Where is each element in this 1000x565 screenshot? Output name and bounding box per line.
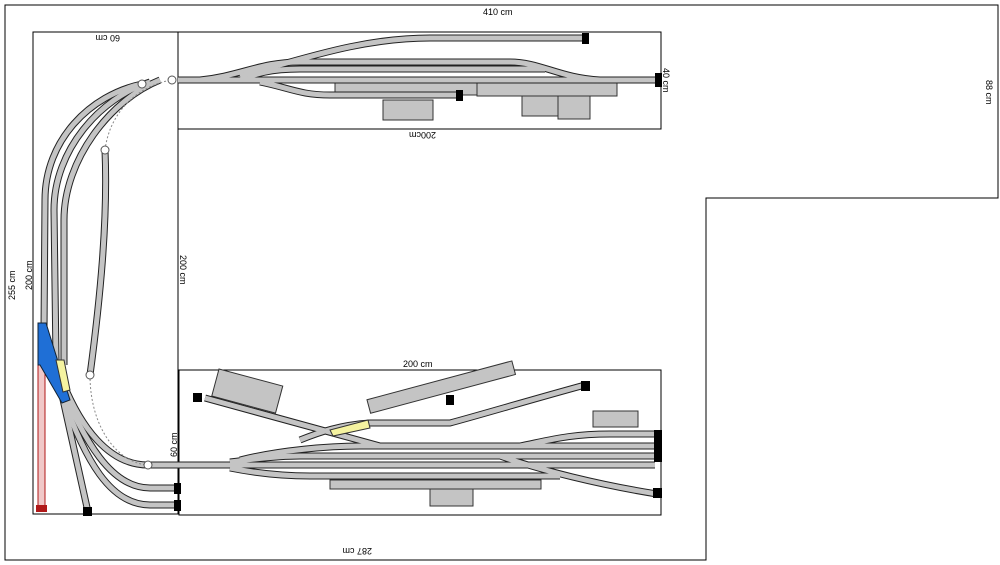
- track-piece[interactable]: [59, 394, 91, 513]
- dim-bottom-board-left: 60 cm: [169, 432, 179, 457]
- track-piece[interactable]: [239, 35, 585, 79]
- dim-room-bottom: 287 cm: [342, 546, 372, 556]
- track-piece[interactable]: [239, 66, 545, 83]
- dim-top-board-bottom: 200cm: [409, 130, 436, 140]
- track-piece[interactable]: [259, 79, 458, 98]
- dim-room-left: 255 cm: [7, 270, 17, 300]
- selected-switch-yellow[interactable]: [55, 359, 71, 393]
- track-piece[interactable]: [87, 149, 109, 376]
- connection-point[interactable]: [85, 370, 95, 380]
- track-piece[interactable]: [239, 443, 657, 463]
- buffer-red[interactable]: [36, 505, 47, 512]
- track-piece[interactable]: [59, 394, 176, 508]
- track-piece[interactable]: [41, 81, 143, 331]
- track-piece[interactable]: [229, 453, 657, 465]
- dim-left-board-right: 200 cm: [178, 255, 188, 285]
- connection-point[interactable]: [143, 460, 153, 470]
- track-piece[interactable]: [199, 59, 601, 83]
- selected-switch-yellow-2[interactable]: [329, 419, 371, 437]
- track-piece[interactable]: [229, 465, 560, 479]
- buffer-stops[interactable]: [83, 33, 662, 516]
- track-piece[interactable]: [499, 453, 658, 497]
- connector-dotted: [89, 374, 151, 466]
- dim-left-board-left: 200 cm: [24, 260, 34, 290]
- tracks[interactable]: [40, 34, 658, 513]
- connection-point[interactable]: [137, 79, 147, 89]
- track-piece[interactable]: [204, 395, 381, 449]
- dim-left-board-top: 60 cm: [95, 33, 120, 43]
- track-piece[interactable]: [61, 77, 161, 365]
- connection-point[interactable]: [100, 145, 110, 155]
- connection-point[interactable]: [167, 75, 177, 85]
- dim-bottom-board-top: 200 cm: [403, 359, 433, 369]
- selected-track-red[interactable]: [37, 364, 46, 511]
- track-piece[interactable]: [51, 79, 151, 361]
- track-piece[interactable]: [299, 382, 586, 443]
- room-outline: [4, 4, 999, 561]
- track-piece[interactable]: [519, 431, 657, 449]
- dim-room-top: 410 cm: [483, 7, 513, 17]
- track-piece[interactable]: [57, 383, 176, 491]
- dim-room-right: 88 cm: [984, 80, 994, 105]
- connector-dotted-top: [104, 79, 173, 151]
- buildings: [211, 82, 639, 507]
- left-board[interactable]: [32, 31, 179, 515]
- dim-top-board-right: 40 cm: [661, 68, 671, 93]
